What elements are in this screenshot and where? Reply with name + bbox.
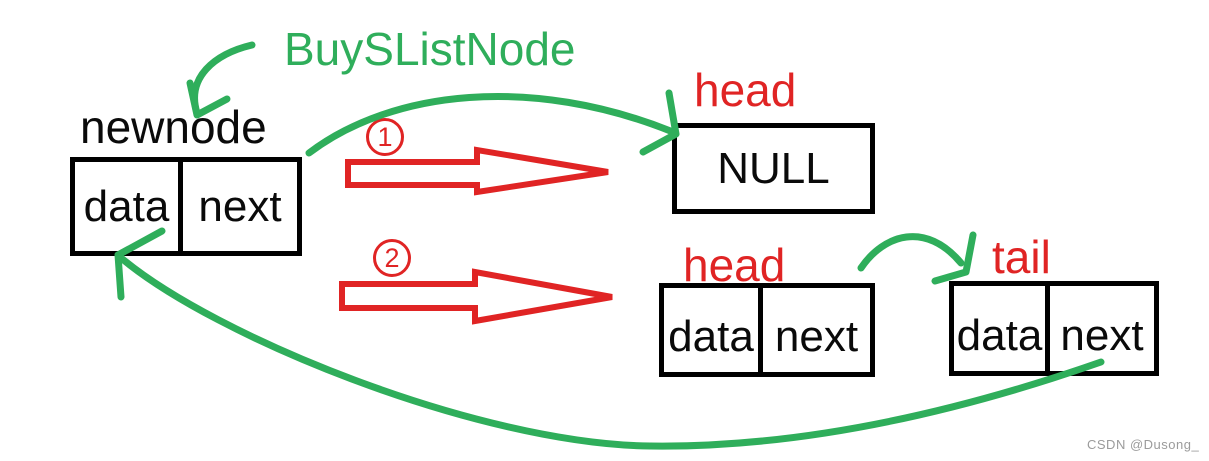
step-1-block-arrow-icon [345,146,609,196]
head-next-cell: next [758,288,870,372]
tail-label: tail [992,231,1051,283]
watermark: CSDN @Dusong_ [1087,437,1200,452]
newnode-to-head-arrow-icon [305,89,680,157]
head-null-box: NULL [672,123,875,214]
newnode-box: data next [70,157,302,256]
newnode-next-cell: next [178,162,297,251]
step-2-block-arrow-icon [339,268,613,325]
head-box: data next [659,283,875,377]
null-value: NULL [717,143,830,193]
tail-box: data next [949,281,1159,376]
step-1-badge: 1 [366,118,404,156]
block-arrows-group [339,146,613,325]
function-name-label: BuySListNode [284,23,576,75]
tail-data-cell: data [956,311,1043,360]
head-label: head [683,239,786,291]
newnode-label: newnode [80,101,267,153]
step-2-badge: 2 [373,239,411,277]
tail-next-cell: next [1045,286,1154,371]
head-to-tail-arrow-icon [857,231,977,285]
head-initial-label: head [694,64,797,116]
head-data-cell: data [668,312,754,361]
newnode-data-cell: data [83,181,170,231]
